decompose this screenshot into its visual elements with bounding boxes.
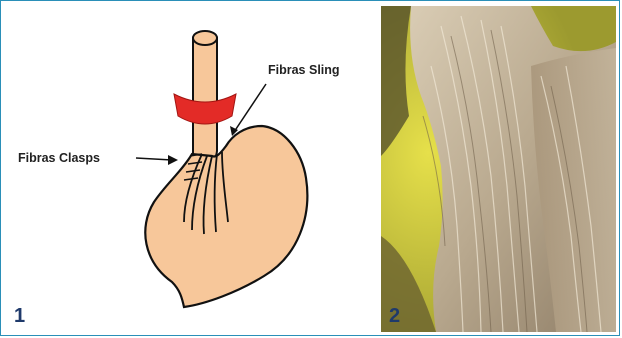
- stomach-diagram: Fibras Sling Fibras Clasps: [6, 6, 374, 332]
- panel-number-1: 1: [14, 305, 25, 328]
- clasp-arrow-head: [168, 155, 178, 165]
- clasp-arrow-line: [136, 158, 172, 160]
- photo-panel: 2: [381, 6, 616, 332]
- esophagus-top: [193, 31, 217, 45]
- panel-number-2: 2: [389, 305, 400, 328]
- tissue-photo: [381, 6, 616, 332]
- sling-arrow-line: [234, 84, 266, 132]
- diagram-panel: Fibras Sling Fibras Clasps 1: [6, 6, 374, 332]
- label-fibras-clasps: Fibras Clasps: [18, 151, 100, 165]
- label-fibras-sling: Fibras Sling: [268, 63, 340, 77]
- stomach-body: [145, 126, 307, 307]
